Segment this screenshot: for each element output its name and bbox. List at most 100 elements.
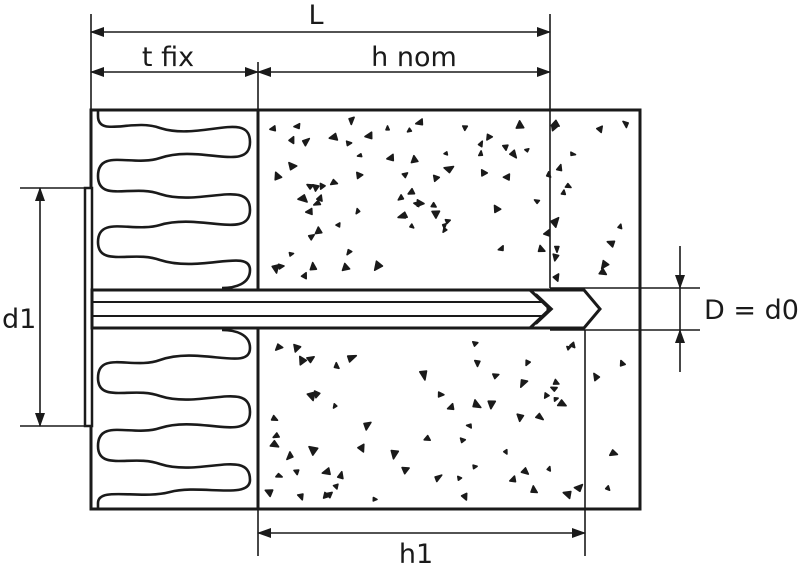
insulation-wave-top (96, 110, 252, 290)
aggregate-stone (530, 485, 539, 494)
aggregate-stone (533, 199, 541, 205)
aggregate-stone (293, 469, 300, 476)
aggregate-stone (443, 165, 455, 174)
aggregate-stone (355, 207, 361, 215)
aggregate-stone (407, 187, 416, 195)
aggregate-stone (542, 229, 551, 237)
aggregate-stone (286, 451, 294, 461)
aggregate-stone (304, 207, 313, 216)
aggregate-stone (341, 262, 351, 272)
aggregate-stone (460, 492, 468, 501)
aggregate-stone (301, 137, 311, 147)
aggregate-stone (564, 182, 572, 189)
aggregate-stone (443, 151, 449, 156)
aggregate-stone (622, 120, 630, 129)
aggregate-stone (401, 466, 410, 475)
aggregate-stone (346, 354, 358, 363)
aggregate-stone (373, 260, 384, 272)
label-t-fix: t fix (142, 42, 194, 73)
aggregate-stone (497, 245, 504, 252)
aggregate-stone (329, 178, 339, 186)
aggregate-stone (306, 391, 316, 402)
aggregate-stone (552, 253, 560, 262)
aggregate-stone (400, 211, 409, 219)
aggregate-stone (516, 413, 525, 423)
aggregate-stone (553, 245, 560, 253)
aggregate-stone (423, 434, 432, 442)
aggregate-stone (269, 439, 280, 448)
aggregate-stone (477, 140, 484, 148)
aggregate-stone (553, 396, 559, 402)
aggregate-stone (502, 173, 511, 181)
label-h-nom: h nom (371, 42, 457, 73)
aggregate-stone (459, 437, 467, 444)
aggregate-stone (552, 273, 560, 283)
aggregate-stone (309, 261, 318, 271)
aggregate-stone (552, 378, 560, 385)
aggregate-stone (546, 465, 552, 472)
aggregate-stone (333, 361, 340, 370)
aggregate-stone (300, 271, 308, 280)
aggregate-stone (550, 119, 561, 127)
aggregate-stone (312, 184, 320, 192)
aggregate-stone (604, 484, 611, 492)
aggregate-stone (570, 151, 577, 157)
aggregate-stone (524, 148, 530, 153)
aggregate-stone (437, 391, 445, 398)
aggregate-stone (487, 400, 497, 410)
aggregate-stone (600, 259, 610, 270)
aggregate-stone (508, 149, 518, 159)
aggregate-stone (418, 370, 428, 381)
aggregate-stone (461, 125, 469, 132)
aggregate-stone (269, 125, 277, 132)
insulation-wave-bottom (96, 328, 252, 509)
aggregate-stone (296, 493, 304, 501)
label-D-d0: D = d0 (704, 295, 799, 326)
aggregate-stone (555, 163, 563, 172)
aggregate-stone (275, 472, 283, 478)
aggregate-stone (312, 199, 322, 206)
aggregate-stone (556, 399, 567, 407)
aggregate-stone (550, 386, 558, 392)
aggregate-stone (566, 345, 572, 351)
aggregate-stone (348, 116, 355, 126)
aggregate-stone (414, 118, 424, 126)
aggregate-stone (288, 251, 295, 257)
aggregate-stone (465, 423, 473, 429)
aggregate-stone (271, 264, 280, 274)
aggregate-stone (486, 133, 494, 141)
aggregate-stone (410, 154, 419, 164)
aggregate-stone (431, 210, 441, 219)
aggregate-stone (432, 174, 441, 183)
label-d1: d1 (2, 304, 36, 335)
aggregate-stone (277, 263, 285, 270)
aggregate-stone (346, 248, 353, 256)
aggregate-stone (332, 402, 338, 409)
aggregate-stone (307, 234, 316, 241)
aggregate-stone (345, 140, 353, 147)
aggregate-stone (293, 343, 302, 353)
aggregate-stone (288, 161, 298, 171)
aggregate-stone (409, 223, 415, 229)
aggregate-stone (397, 194, 405, 201)
aggregate-stone (502, 448, 508, 455)
aggregate-stone (562, 490, 572, 500)
label-L: L (308, 0, 323, 31)
aggregate-stone (298, 355, 308, 366)
aggregate-stone (315, 194, 323, 202)
aggregate-stone (471, 340, 479, 347)
aggregate-stone (357, 443, 365, 453)
aggregate-stone (355, 171, 364, 180)
aggregate-stone (491, 373, 500, 380)
aggregate-stone (549, 216, 560, 228)
aggregate-stone (413, 201, 420, 208)
aggregate-stone (472, 399, 482, 409)
aggregate-stone (446, 402, 455, 411)
anchor-tip (526, 288, 602, 330)
aggregate-stone (520, 467, 530, 475)
aggregate-stone (595, 125, 604, 134)
aggregate-stone (372, 496, 378, 502)
aggregate-stone (560, 189, 567, 196)
aggregate-stone (270, 414, 279, 422)
